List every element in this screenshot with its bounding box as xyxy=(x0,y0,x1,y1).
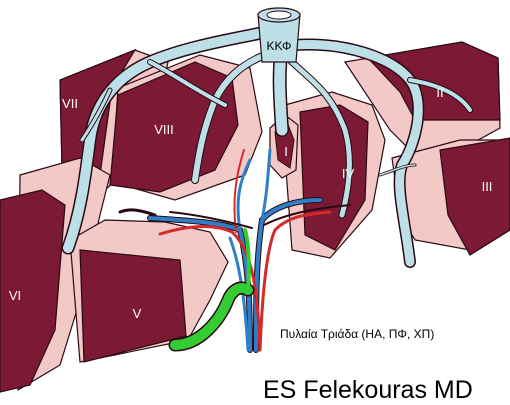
author-credit: ES Felekouras MD xyxy=(263,376,473,404)
segment-label-iii: III xyxy=(482,179,493,194)
portal-triad-caption: Πυλαία Τριάδα (ΗΑ, ΠΦ, ΧΠ) xyxy=(280,327,434,341)
segment-label-viii: VIII xyxy=(154,122,174,137)
segment-labels: I II III IV V VI VII VIII xyxy=(9,85,493,321)
segment-iv-block xyxy=(284,91,386,259)
vena-cava-label: ΚΚΦ xyxy=(267,39,292,53)
portal-triad-branches xyxy=(118,148,417,353)
segment-label-iv: IV xyxy=(342,166,355,181)
segment-label-vi: VI xyxy=(9,288,21,303)
segment-label-i: I xyxy=(284,144,288,159)
segment-label-v: V xyxy=(133,306,142,321)
segment-label-vii: VII xyxy=(62,96,78,111)
bile-duct xyxy=(168,228,255,352)
segment-iii-block xyxy=(391,137,510,256)
segment-vi-block xyxy=(0,157,111,393)
inferior-vena-cava xyxy=(257,7,301,63)
segment-label-ii: II xyxy=(436,85,443,100)
hepatic-veins xyxy=(61,23,473,268)
vessel-labels: ΚΚΦ xyxy=(267,39,292,53)
segment-v-block xyxy=(69,219,229,363)
